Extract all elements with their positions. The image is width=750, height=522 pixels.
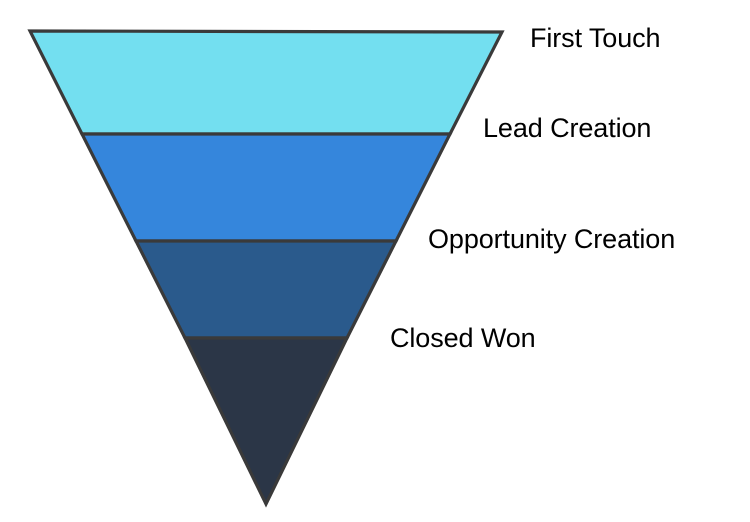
stage-label-first-touch: First Touch — [530, 23, 661, 53]
funnel-segment-first-touch[interactable] — [27, 29, 505, 136]
funnel-segment-opportunity-creation[interactable] — [133, 239, 399, 340]
stage-label-opportunity-creation: Opportunity Creation — [428, 224, 676, 254]
funnel-segment-lead-creation[interactable] — [79, 132, 453, 243]
stage-label-closed-won: Closed Won — [390, 323, 536, 353]
funnel-segment-closed-won[interactable] — [182, 336, 350, 508]
funnel-segments — [27, 29, 505, 508]
stage-label-lead-creation: Lead Creation — [483, 113, 652, 143]
